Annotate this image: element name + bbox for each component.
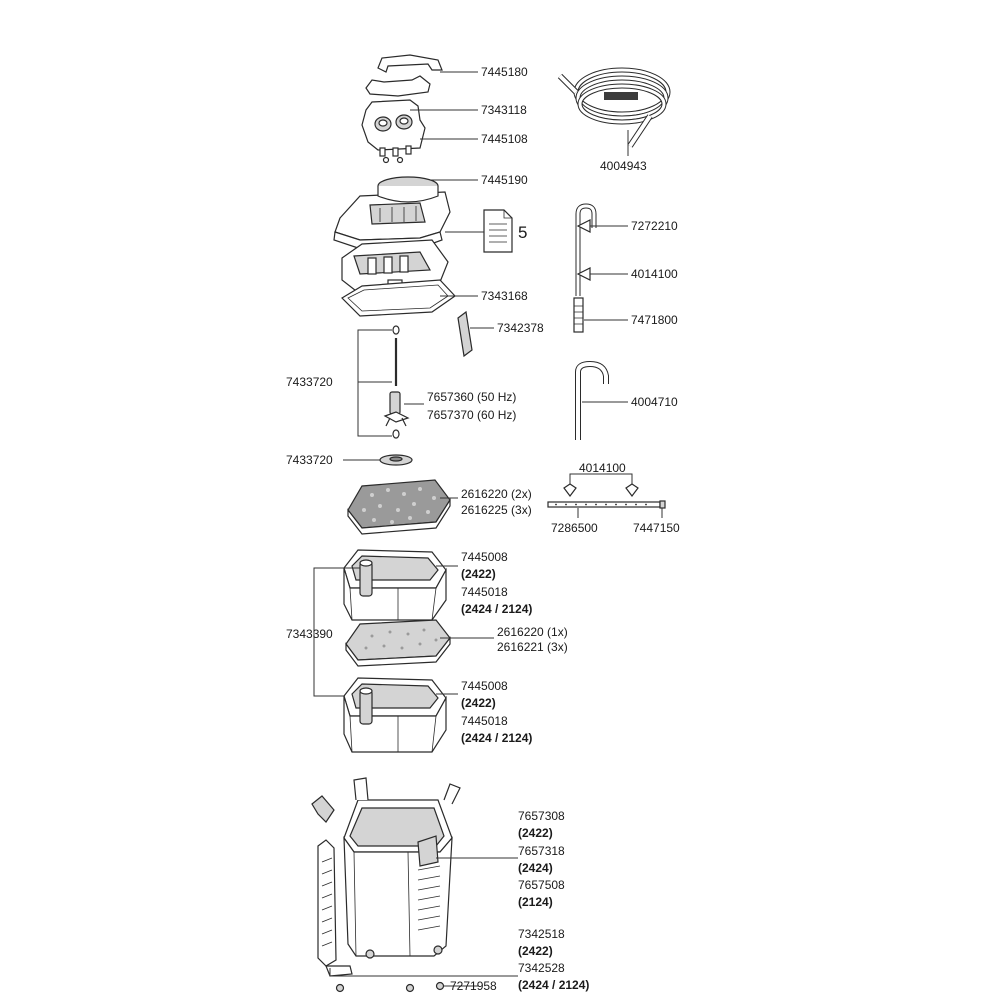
label-basket-upper-a-model: (2422) [461,567,496,581]
label-shaft-left: 7433720 [286,375,333,389]
label-basket-lower-a-model: (2422) [461,696,496,710]
label-hose: 4004943 [600,159,647,173]
label-basket-upper-a: 7445008 [461,550,508,564]
label-manual-ref: 5 [518,223,527,242]
label-holder-a-model: (2422) [518,944,553,958]
label-end-cap: 7447150 [633,521,680,535]
label-canister-b: 7657318 [518,844,565,858]
manual-document-icon [483,209,513,253]
label-holder-b: 7342528 [518,961,565,975]
label-valve-block: 7445108 [481,132,528,146]
tool-key-part [457,310,473,358]
bearing-disc-part [379,454,413,466]
label-basket-frame: 7343390 [286,627,333,641]
label-foam-top-a: 2616220 (2x) [461,487,532,501]
label-spray-cups: 4014100 [579,461,626,475]
label-basket-lower-a: 7445008 [461,679,508,693]
foam-pad-mid-part [345,619,451,667]
label-holder-a: 7342518 [518,927,565,941]
label-seal-ring: 7343168 [481,289,528,303]
label-pump-head: 7343118 [481,103,527,117]
feet-screws-part [335,981,445,993]
label-suction-cup: 4014100 [631,267,678,281]
label-canister-c-model: (2124) [518,895,553,909]
label-impeller-50: 7657360 (50 Hz) [427,390,516,404]
label-strainer: 7471800 [631,313,678,327]
label-clip-top: 7445180 [481,65,528,79]
label-intake-tube: 7272210 [631,219,678,233]
holder-clip-part [311,795,353,977]
pump-head-part [361,99,426,164]
canister-part [343,777,461,959]
label-holder-b-model: (2424 / 2124) [518,978,589,992]
label-impeller-60: 7657370 (60 Hz) [427,408,516,422]
label-basket-upper-b: 7445018 [461,585,508,599]
label-outlet-tube: 4004710 [631,395,678,409]
label-bearing: 7433720 [286,453,333,467]
label-canister-a: 7657308 [518,809,565,823]
spray-bar-part [547,473,666,509]
label-foam-mid-b: 2616221 (3x) [497,640,568,654]
label-foam-mid-a: 2616220 (1x) [497,625,568,639]
label-spray-bar: 7286500 [551,521,598,535]
impeller-assembly-part [383,325,410,439]
lower-basket-part [343,677,447,753]
strainer-part [573,297,584,333]
label-feet: 7271958 [450,979,497,993]
label-foam-top-b: 2616225 (3x) [461,503,532,517]
label-cover-button: 7445190 [481,173,528,187]
label-tool-key: 7342378 [497,321,544,335]
label-basket-lower-b: 7445018 [461,714,508,728]
label-canister-b-model: (2424) [518,861,553,875]
label-canister-c: 7657508 [518,878,565,892]
clip-top-part [365,54,443,97]
outlet-tube-part [575,360,609,440]
intake-tube-part [575,203,597,296]
label-basket-lower-b-model: (2424 / 2124) [461,731,532,745]
foam-pad-top-part [347,479,451,535]
filter-head-cover-part [333,176,451,249]
hose-coil-part [557,67,671,148]
upper-basket-part [343,549,447,621]
label-basket-upper-b-model: (2424 / 2124) [461,602,532,616]
label-canister-a-model: (2422) [518,826,553,840]
